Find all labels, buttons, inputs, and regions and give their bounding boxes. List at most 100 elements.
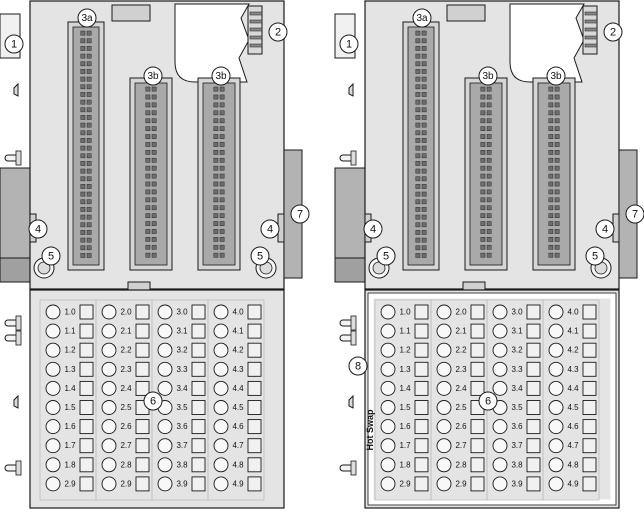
connector-pin — [480, 94, 486, 100]
callout-number: 5 — [48, 251, 54, 263]
connector-pin — [213, 213, 219, 218]
connector-pin — [486, 213, 492, 218]
plug-pin — [584, 43, 598, 48]
terminal-label: 3.1 — [176, 327, 188, 336]
terminal-screw — [101, 342, 117, 358]
connector-pin — [86, 168, 92, 174]
connector-pin — [86, 130, 92, 136]
callout-number: 3b — [147, 71, 159, 82]
terminal-screw — [213, 380, 229, 396]
terminal-slot — [191, 476, 206, 492]
connector-pin — [480, 173, 486, 179]
connector-pin — [145, 102, 151, 108]
plug-pin — [584, 11, 598, 16]
terminal-screw — [492, 476, 508, 492]
connector-pin — [421, 122, 427, 128]
connector-pin — [548, 213, 554, 218]
terminal-screw — [548, 380, 564, 396]
connector-pin — [145, 134, 151, 139]
terminal-label: 2.5 — [120, 403, 132, 412]
terminal-label: 4.6 — [567, 422, 579, 431]
connector-pin — [486, 110, 492, 116]
terminal-label: 3.9 — [511, 479, 523, 488]
connector-pin — [415, 107, 421, 113]
terminal-screw — [157, 323, 173, 339]
connector-pin — [486, 86, 492, 92]
connector-pin — [80, 69, 86, 74]
terminal-label: 2.4 — [120, 384, 132, 393]
terminal-label: 4.5 — [232, 403, 244, 412]
connector-pin — [145, 118, 151, 124]
connector-pin — [486, 134, 492, 139]
terminal-screw — [492, 457, 508, 473]
connector-pin — [415, 84, 421, 90]
connector-pin — [421, 237, 427, 243]
connector-pin — [86, 214, 92, 220]
connector-pin — [80, 184, 86, 189]
connector-pin — [213, 189, 219, 195]
terminal-slot — [526, 457, 541, 473]
callout-circle — [260, 219, 280, 239]
connector-pin — [548, 94, 554, 100]
terminal-label: 3.3 — [176, 365, 188, 374]
callout-circle — [143, 66, 163, 86]
din-rail-left-lower — [0, 257, 31, 283]
terminal-label: 2.6 — [120, 422, 132, 431]
connector-pin — [151, 221, 157, 226]
callout-c6: 6 — [478, 391, 498, 411]
connector-pin — [219, 205, 225, 211]
connector-pin — [415, 99, 421, 105]
terminal-label: 3.7 — [176, 441, 188, 450]
callout-c5: 5 — [376, 246, 396, 266]
connector-pin — [554, 126, 560, 131]
connector-pin — [213, 142, 219, 147]
terminal-label: 4.8 — [232, 460, 244, 469]
connector-pin — [480, 189, 486, 195]
clip-post — [15, 315, 22, 331]
connector-pin — [80, 84, 86, 90]
terminal-screw — [436, 438, 452, 454]
connector-pin — [480, 118, 486, 124]
connector-pin — [415, 176, 421, 182]
connector-pin — [145, 94, 151, 100]
connector-body — [537, 82, 571, 266]
plug-pin — [249, 19, 263, 24]
connector-pin — [219, 181, 225, 187]
callout-number: 3a — [416, 13, 428, 24]
callout-number: 2 — [275, 27, 281, 39]
terminal-label: 3.3 — [511, 365, 523, 374]
callout-c4: 4 — [363, 219, 383, 239]
terminal-slot — [470, 457, 485, 473]
terminal-slot — [247, 380, 262, 396]
connector-pin — [145, 86, 151, 92]
terminal-slot — [191, 419, 206, 435]
connector-pin — [415, 237, 421, 243]
connector-pin — [213, 126, 219, 131]
connector-pin — [486, 94, 492, 100]
terminal-label: 3.2 — [176, 346, 188, 355]
connector-pin — [145, 173, 151, 179]
connector-pin — [86, 230, 92, 235]
terminal-slot — [526, 438, 541, 454]
terminal-label: 1.5 — [64, 403, 76, 412]
connector-pin — [480, 157, 486, 163]
connector-pin — [421, 99, 427, 105]
terminal-slot — [582, 457, 597, 473]
terminal-label: 4.5 — [567, 403, 579, 412]
callout-circle — [478, 391, 498, 411]
terminal-screw — [101, 419, 117, 435]
connector-pin — [486, 118, 492, 124]
connector-pin — [80, 176, 86, 182]
connector-pin — [480, 229, 486, 234]
connector-pin — [421, 138, 427, 143]
terminal-slot — [135, 476, 150, 492]
terminal-label: 1.0 — [399, 308, 411, 317]
connector-pin — [86, 92, 92, 97]
terminal-screw — [548, 304, 564, 320]
connector-pin — [213, 221, 219, 226]
callout-c2: 2 — [603, 22, 623, 42]
terminal-screw — [548, 342, 564, 358]
connector-pin — [548, 237, 554, 242]
connector-pin — [415, 145, 421, 151]
connector-pin — [80, 145, 86, 151]
